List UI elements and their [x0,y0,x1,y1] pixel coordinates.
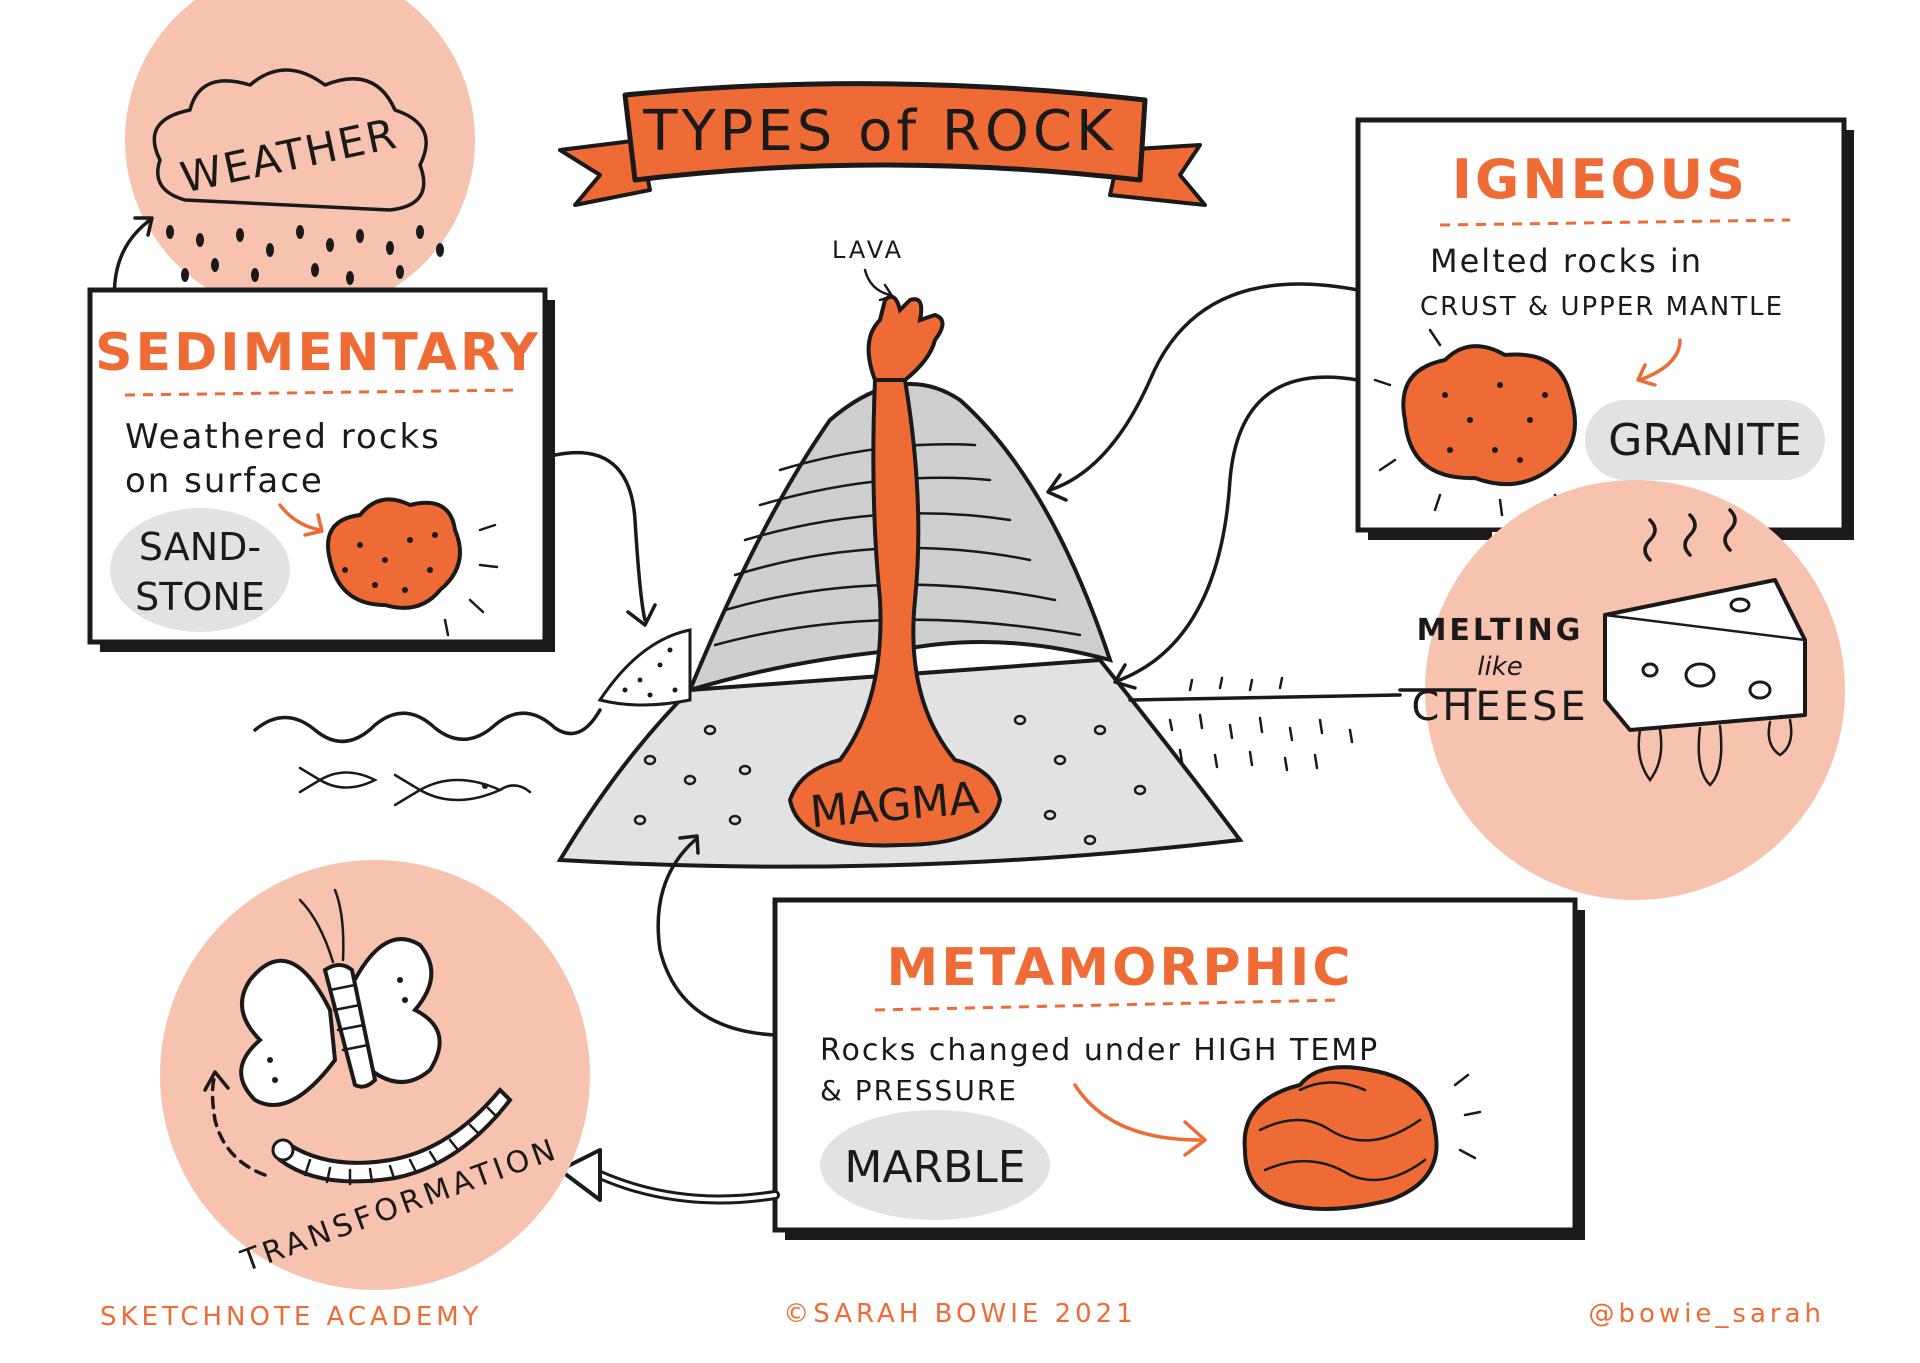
sandstone-label-1: SAND- [139,525,261,569]
sedimentary-desc-1: Weathered rocks [125,417,441,457]
metamorphic-desc-1: Rocks changed under HIGH TEMP [820,1033,1379,1068]
transformation-group: TRANSFORMATION [160,860,590,1290]
rain-icon [166,225,444,285]
igneous-desc-2: CRUST & UPPER MANTLE [1420,292,1784,322]
cloud-icon [152,68,428,212]
melting-group: MELTING like CHEESE [1398,480,1845,900]
igneous-card: IGNEOUS Melted rocks in CRUST & UPPER MA… [1046,117,1854,690]
fish-icon [298,766,378,794]
igneous-desc-1: Melted rocks in [1430,242,1703,280]
lava-label: LAVA [832,236,904,264]
sandstone-rock-icon [326,497,499,637]
sedimentary-heading: SEDIMENTARY [95,323,541,383]
igneous-heading: IGNEOUS [1452,148,1748,211]
footer-left: SKETCHNOTE ACADEMY [100,1302,483,1332]
volcano-diagram: MAGMA LAVA [253,236,1402,869]
sandstone-label-2: STONE [135,575,265,619]
sedimentary-desc-2: on surface [125,461,324,501]
marble-rock-icon [1242,1065,1482,1211]
page-title: TYPES of ROCK [642,99,1117,164]
metamorphic-heading: METAMORPHIC [886,938,1353,998]
weather-group: WEATHER [112,0,475,315]
metamorphic-card: METAMORPHIC Rocks changed under HIGH TEM… [558,834,1585,1240]
caterpillar-icon [271,1087,513,1186]
granite-label: GRANITE [1608,415,1802,466]
melting-line1: MELTING [1417,613,1584,648]
butterfly-icon [239,888,442,1107]
footer-center: ©SARAH BOWIE 2021 [783,1299,1136,1329]
fish-icon [393,773,504,807]
melting-line2: like [1477,652,1523,682]
metamorphic-desc-2: & PRESSURE [820,1074,1018,1107]
sedimentary-card: SEDIMENTARY Weathered rocks on surface S… [87,287,657,652]
footer-right[interactable]: @bowie_sarah [1589,1299,1825,1329]
title-banner: TYPES of ROCK [558,81,1207,207]
marble-label: MARBLE [844,1142,1025,1193]
granite-rock-icon [1373,328,1577,517]
cheese-icon [1603,508,1807,787]
